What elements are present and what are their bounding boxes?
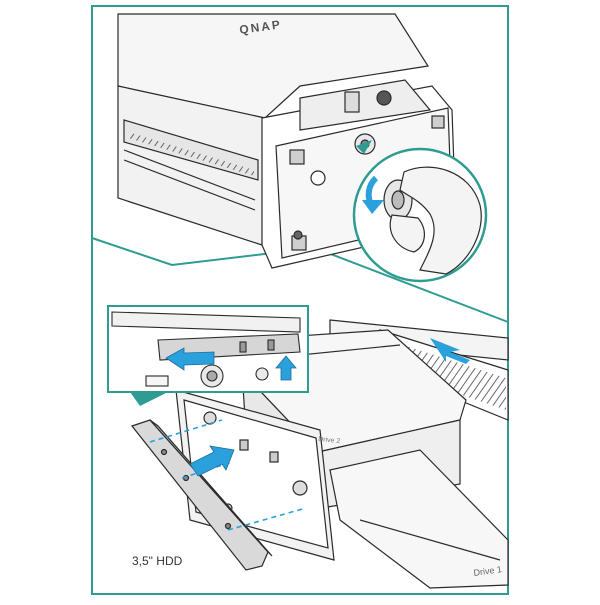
drive-1-label: Drive 1 <box>473 564 503 578</box>
hdd-drive-1 <box>329 449 509 589</box>
drive-2-label: Drive 2 <box>318 436 341 445</box>
tray-arrow-icon <box>430 338 470 364</box>
hdd-size-label: 3,5" HDD <box>132 554 183 568</box>
pointer-marker <box>356 140 372 154</box>
push-arrow-icon <box>189 445 235 477</box>
brand-label: QNAP <box>238 17 282 37</box>
rotate-arrow-icon <box>362 175 384 214</box>
inset-detail-box <box>107 305 309 406</box>
side-rail <box>130 419 273 571</box>
slide-arrow-icon <box>165 347 215 371</box>
lift-arrow-icon <box>275 355 297 381</box>
dashed-guides <box>149 419 307 531</box>
panel-divider <box>91 237 509 323</box>
zoom-detail-circle <box>352 147 488 283</box>
